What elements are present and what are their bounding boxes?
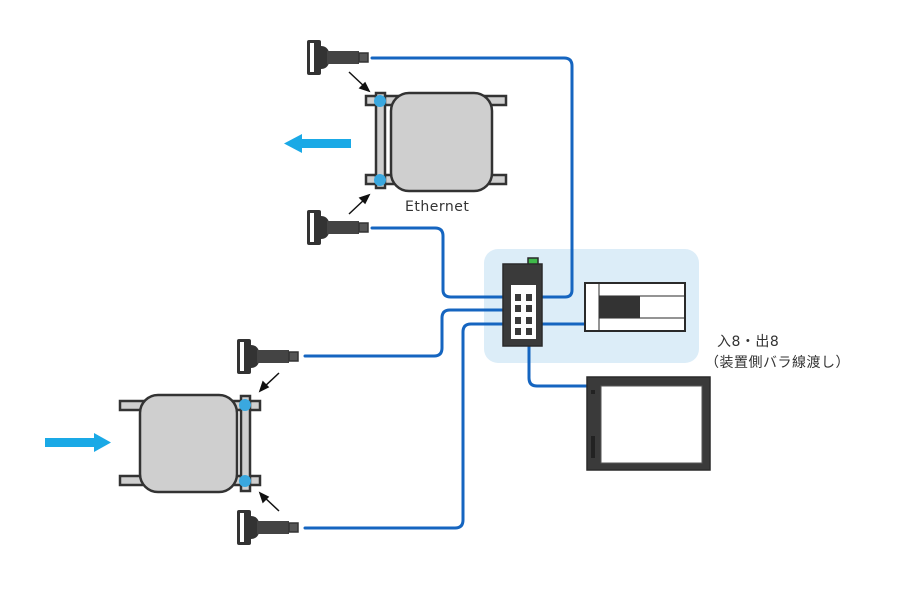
insert-arrow-3 [258,372,280,393]
flow-arrow-right [45,433,111,452]
io-module [584,282,686,332]
flow-arrow-left [284,134,351,153]
cable-lower-top [303,308,523,358]
io-wiring-note: （装置側バラ線渡し） [705,355,850,371]
cable-upper-top [370,56,574,299]
lower-unit [118,393,262,494]
insert-arrow-2 [348,193,371,215]
cable-hmi [527,332,590,388]
sensor-connector-upper-top [306,39,369,76]
sensor-connector-upper-bottom [306,209,369,246]
insert-arrow-4 [258,491,280,512]
ethernet-label: Ethernet [405,199,470,215]
insert-arrow-1 [348,71,371,93]
hmi-panel [586,376,711,471]
cable-lower-bottom [303,322,588,530]
cable-upper-bottom [370,226,523,299]
ethernet-switch [502,257,543,347]
sensor-connector-lower-bottom [236,509,299,546]
io-count-label: 入8・出8 [717,334,780,350]
upper-unit [364,91,508,193]
sensor-connector-lower-top [236,338,299,375]
